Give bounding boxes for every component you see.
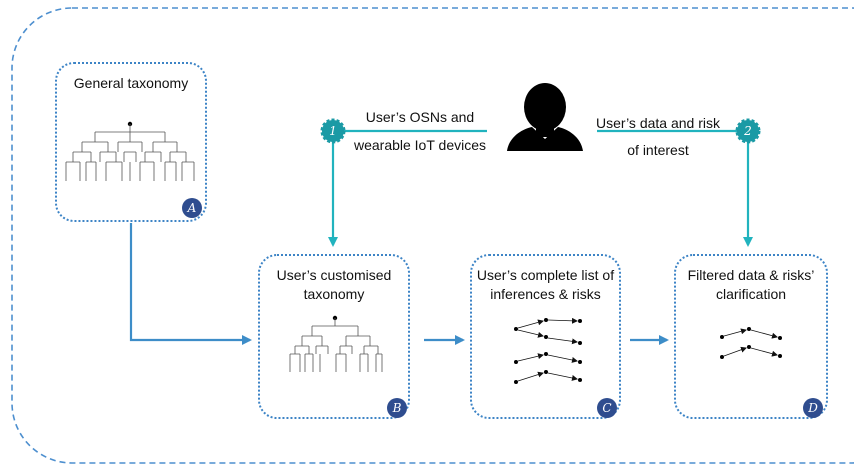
box-d-title-line1: Filtered data & risks’ [687,267,815,283]
step1-number: 1 [329,124,337,138]
user-silhouette-icon [507,83,583,151]
box-c-title-line1: User’s complete list of [476,267,615,283]
step1-marker [320,118,346,144]
inference-arrows-icon-c [514,317,582,384]
box-filtered-data [674,254,828,419]
step2-label-line2: of interest [627,142,689,158]
box-b-title-line2: taxonomy [303,286,365,302]
box-c-title-line2: inferences & risks [490,286,601,302]
box-d-title-line2: clarification [715,286,787,302]
badge-d: D [803,398,823,418]
badge-b: B [387,398,407,418]
box-b-title-line1: User’s customised [276,267,392,283]
box-customised-taxonomy [258,254,410,419]
taxonomy-tree-icon-b [289,315,383,372]
inference-arrows-icon-d [720,327,782,359]
box-a-title: General taxonomy [73,75,189,91]
box-c-title: User’s complete list of inferences & ris… [471,266,620,304]
box-b-title: User’s customised taxonomy [259,266,409,304]
badge-c: C [597,398,617,418]
step2-marker [735,118,761,144]
box-d-title: Filtered data & risks’ clarification [675,266,827,304]
step1-label-line2: wearable IoT devices [353,137,487,153]
arrow-a-to-b [129,223,252,345]
outer-frame [11,7,854,464]
step2-label-line1: User’s data and risk [596,115,720,131]
step1-label-line1: User’s OSNs and [365,109,475,125]
step2-number: 2 [744,124,752,138]
badge-a: A [182,198,202,218]
taxonomy-tree-icon-a [65,121,195,181]
